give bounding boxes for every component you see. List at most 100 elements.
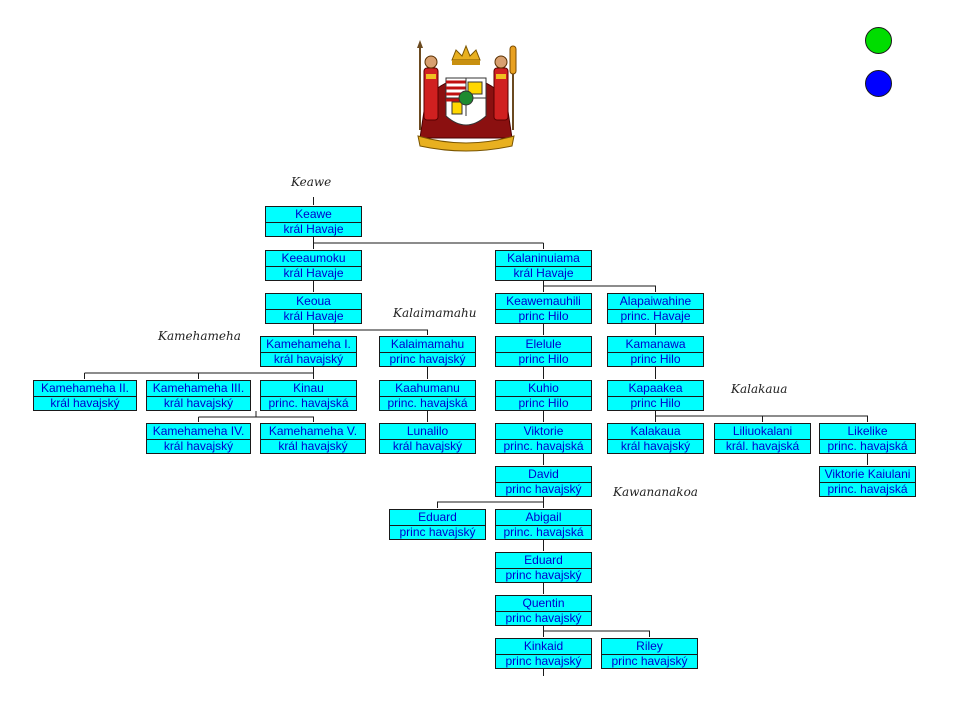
- node-title: princ Hilo: [518, 396, 569, 410]
- node-title: princ havajský: [505, 568, 582, 582]
- node-name: Keoua: [266, 294, 361, 310]
- node-title: král havajský: [620, 439, 691, 453]
- node-title: princ. havajská: [827, 482, 908, 496]
- node-name: Eduard: [496, 553, 591, 569]
- node-title: princ havajský: [505, 611, 582, 625]
- node-keawe: Keawe král Havaje: [265, 206, 362, 237]
- node-name: Keawemauhili: [496, 294, 591, 310]
- node-name: Elelule: [496, 337, 591, 353]
- node-title: princ. havajská: [268, 396, 349, 410]
- node-kamehameha-5: Kamehameha V. král havajský: [260, 423, 366, 454]
- node-viktorie-kaiulani: Viktorie Kaiulani princ. havajská: [819, 466, 916, 497]
- node-name: Kamehameha V.: [261, 424, 365, 440]
- node-keawemauhili: Keawemauhili princ Hilo: [495, 293, 592, 324]
- node-name: Kinau: [261, 381, 356, 397]
- label-keawe: Keawe: [291, 175, 332, 189]
- node-title: král. havajská: [725, 439, 800, 453]
- connector: [198, 411, 314, 422]
- node-title: král Havaje: [283, 309, 344, 323]
- blue-circle-indicator: [865, 70, 892, 97]
- node-keoua: Keoua král Havaje: [265, 293, 362, 324]
- coat-of-arms-emblem: [417, 40, 517, 152]
- node-name: Viktorie: [496, 424, 591, 440]
- node-name: Liliuokalani: [715, 424, 810, 440]
- node-kapaakea: Kapaakea princ Hilo: [607, 380, 704, 411]
- node-name: Keawe: [266, 207, 361, 223]
- connector: [313, 237, 544, 249]
- node-kamehameha-1: Kamehameha I. král havajský: [260, 336, 357, 367]
- node-title: princ. havajská: [387, 396, 468, 410]
- node-title: princ havajský: [505, 654, 582, 668]
- node-viktorie: Viktorie princ. havajská: [495, 423, 592, 454]
- node-liliuokalani: Liliuokalani král. havajská: [714, 423, 811, 454]
- node-name: Abigail: [496, 510, 591, 526]
- node-kamehameha-2: Kamehameha II. král havajský: [33, 380, 137, 411]
- node-title: král havajský: [392, 439, 463, 453]
- node-title: král havajský: [163, 439, 234, 453]
- node-name: Kalakaua: [608, 424, 703, 440]
- node-name: Kalaimamahu: [380, 337, 475, 353]
- node-title: princ. Havaje: [620, 309, 691, 323]
- node-title: princ. havajská: [503, 439, 584, 453]
- node-title: princ. havajská: [503, 525, 584, 539]
- node-name: Riley: [602, 639, 697, 655]
- node-eduard-2: Eduard princ havajský: [495, 552, 592, 583]
- node-name: Likelike: [820, 424, 915, 440]
- connector: [655, 411, 868, 422]
- label-kalaimamahu: Kalaimamahu: [393, 306, 477, 320]
- node-title: princ havajský: [505, 482, 582, 496]
- node-title: princ Hilo: [518, 309, 569, 323]
- label-kalakaua: Kalakaua: [731, 382, 788, 396]
- node-title: král Havaje: [513, 266, 574, 280]
- node-name: Viktorie Kaiulani: [820, 467, 915, 483]
- node-title: princ havajský: [389, 352, 466, 366]
- node-kaahumanu: Kaahumanu princ. havajská: [379, 380, 476, 411]
- node-kinkaid: Kinkaid princ havajský: [495, 638, 592, 669]
- node-name: Kapaakea: [608, 381, 703, 397]
- node-title: princ. havajská: [827, 439, 908, 453]
- connector: [313, 324, 428, 335]
- node-name: Eduard: [390, 510, 485, 526]
- node-kamehameha-3: Kamehameha III. král havajský: [146, 380, 251, 411]
- node-title: princ Hilo: [518, 352, 569, 366]
- node-lunalilo: Lunalilo král havajský: [379, 423, 476, 454]
- node-name: Alapaiwahine: [608, 294, 703, 310]
- node-kalaninuiama: Kalaninuiama král Havaje: [495, 250, 592, 281]
- node-name: Kamehameha III.: [147, 381, 250, 397]
- connector: [84, 367, 314, 379]
- node-title: princ Hilo: [630, 352, 681, 366]
- node-name: Kuhio: [496, 381, 591, 397]
- node-kinau: Kinau princ. havajská: [260, 380, 357, 411]
- label-kawananakoa: Kawananakoa: [613, 485, 698, 499]
- node-alapaiwahine: Alapaiwahine princ. Havaje: [607, 293, 704, 324]
- node-kalakaua: Kalakaua král havajský: [607, 423, 704, 454]
- node-kamanawa: Kamanawa princ Hilo: [607, 336, 704, 367]
- node-quentin: Quentin princ havajský: [495, 595, 592, 626]
- node-eduard-1: Eduard princ havajský: [389, 509, 486, 540]
- node-name: Kamehameha II.: [34, 381, 136, 397]
- node-title: princ havajský: [611, 654, 688, 668]
- node-name: Keeaumoku: [266, 251, 361, 267]
- node-kuhio: Kuhio princ Hilo: [495, 380, 592, 411]
- node-title: princ havajský: [399, 525, 476, 539]
- node-elelule: Elelule princ Hilo: [495, 336, 592, 367]
- node-title: král havajský: [50, 396, 120, 410]
- node-name: Kamehameha I.: [261, 337, 356, 353]
- node-title: král Havaje: [283, 222, 344, 236]
- node-title: král havajský: [273, 352, 344, 366]
- node-keeaumoku: Keeaumoku král Havaje: [265, 250, 362, 281]
- node-abigail: Abigail princ. havajská: [495, 509, 592, 540]
- node-name: Kamehameha IV.: [147, 424, 250, 440]
- node-name: Kalaninuiama: [496, 251, 591, 267]
- connector: [543, 281, 656, 292]
- node-name: Lunalilo: [380, 424, 475, 440]
- green-circle-indicator: [865, 27, 892, 54]
- node-name: David: [496, 467, 591, 483]
- node-kamehameha-4: Kamehameha IV. král havajský: [146, 423, 251, 454]
- node-title: princ Hilo: [630, 396, 681, 410]
- node-david: David princ havajský: [495, 466, 592, 497]
- node-kalaimamahu: Kalaimamahu princ havajský: [379, 336, 476, 367]
- node-name: Kinkaid: [496, 639, 591, 655]
